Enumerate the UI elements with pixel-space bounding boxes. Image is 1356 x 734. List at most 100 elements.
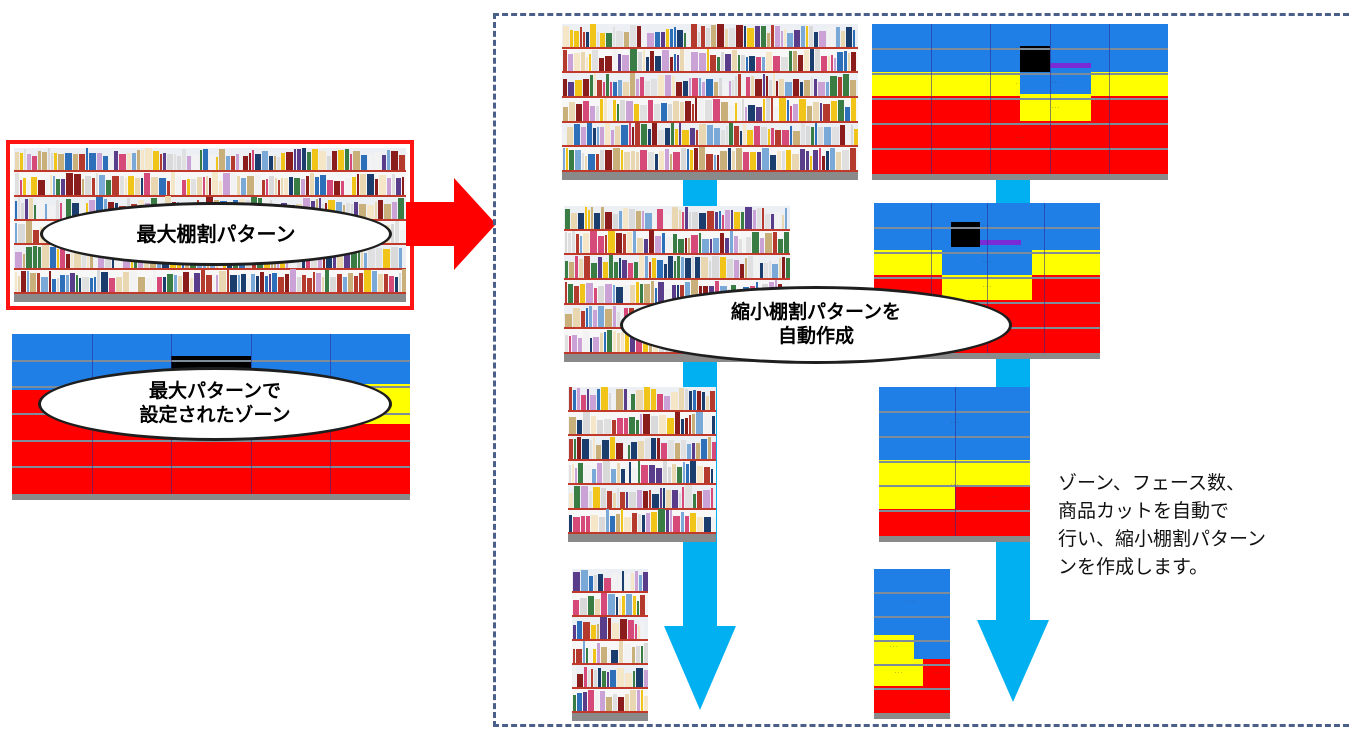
product-item [630,25,636,47]
product-item [576,649,582,663]
product-item [92,178,95,195]
product-item [644,669,648,687]
product-item [640,414,642,434]
product-item [284,178,288,195]
shelf-edge [568,507,716,510]
product-item [29,197,33,219]
product-item [594,575,597,591]
product-item [565,231,567,254]
shelf-edge [572,639,648,641]
product-item [325,270,329,292]
product-item [649,490,651,508]
product-item [353,150,360,171]
product-item [591,416,596,434]
product-item [573,572,580,591]
product-item [680,284,684,303]
product-item [672,463,676,483]
product-item [734,126,739,146]
product-item [351,203,353,219]
product-item [786,258,790,278]
auto-generation-region [493,13,1349,727]
product-item [74,246,81,268]
product-item [838,77,842,96]
product-item [782,256,785,278]
product-item [685,100,691,121]
product-item [685,281,690,303]
product-item [651,78,657,96]
product-item [652,493,659,508]
product-item [617,417,623,434]
product-item [818,126,823,146]
product-item [23,254,25,268]
product-item [581,394,586,410]
product-item [262,151,268,171]
product-item [640,104,647,121]
product-item [773,231,777,254]
product-item [286,152,293,171]
product-item [606,32,612,47]
product-item [33,246,37,268]
product-item [822,156,825,170]
product-item [153,270,156,292]
product-item [640,150,647,170]
column-divider [987,203,988,353]
product-item [130,270,137,292]
product-item [768,128,770,146]
product-item [593,486,600,508]
zone-diagram-reduced-2: · · ·· · ·· · ·· · · [879,387,1030,542]
product-item [596,153,599,170]
product-item [663,488,665,508]
product-item [632,513,637,532]
product-item [739,239,742,254]
product-item [661,443,667,459]
zone-mini-label: · · · [988,494,997,501]
product-item [677,284,679,303]
product-item [637,25,641,47]
product-item [592,469,596,483]
product-item [800,82,803,96]
shelf-line [12,359,410,362]
product-item [80,199,85,219]
product-item [736,147,742,170]
product-item [65,152,72,171]
product-item [593,437,595,459]
product-item [577,437,581,459]
product-item [714,127,720,146]
product-item [182,148,186,171]
product-item [679,210,681,229]
product-item [639,575,642,591]
product-item [616,389,623,410]
product-item [572,231,575,254]
product-item [624,443,627,459]
product-item [644,284,650,303]
zone-diagram-reduced-3: · · ·· · ·· · ·· · ·· · ·· · · [874,569,950,719]
product-item [679,123,681,146]
product-item [603,461,610,483]
product-item [661,31,665,47]
product-item [584,255,590,278]
product-item [598,668,601,687]
product-item [90,278,93,292]
shelf-edge [562,46,858,49]
product-item [302,148,306,171]
product-item [183,272,189,292]
product-item [760,238,764,254]
zone-mini-label: · · · [983,284,991,291]
product-item [677,466,682,483]
product-item [693,494,696,508]
product-item [399,248,402,268]
product-item [577,387,580,410]
product-item [618,80,622,96]
product-item [94,252,97,268]
product-item [237,175,240,195]
product-item [620,99,625,121]
product-item [582,439,589,459]
product-item [247,175,254,195]
product-item [704,467,710,483]
product-item [643,490,648,508]
product-item [18,196,20,219]
shelf-base [874,353,1100,359]
product-item [631,393,635,410]
product-item [717,57,720,72]
product-item [681,148,686,170]
